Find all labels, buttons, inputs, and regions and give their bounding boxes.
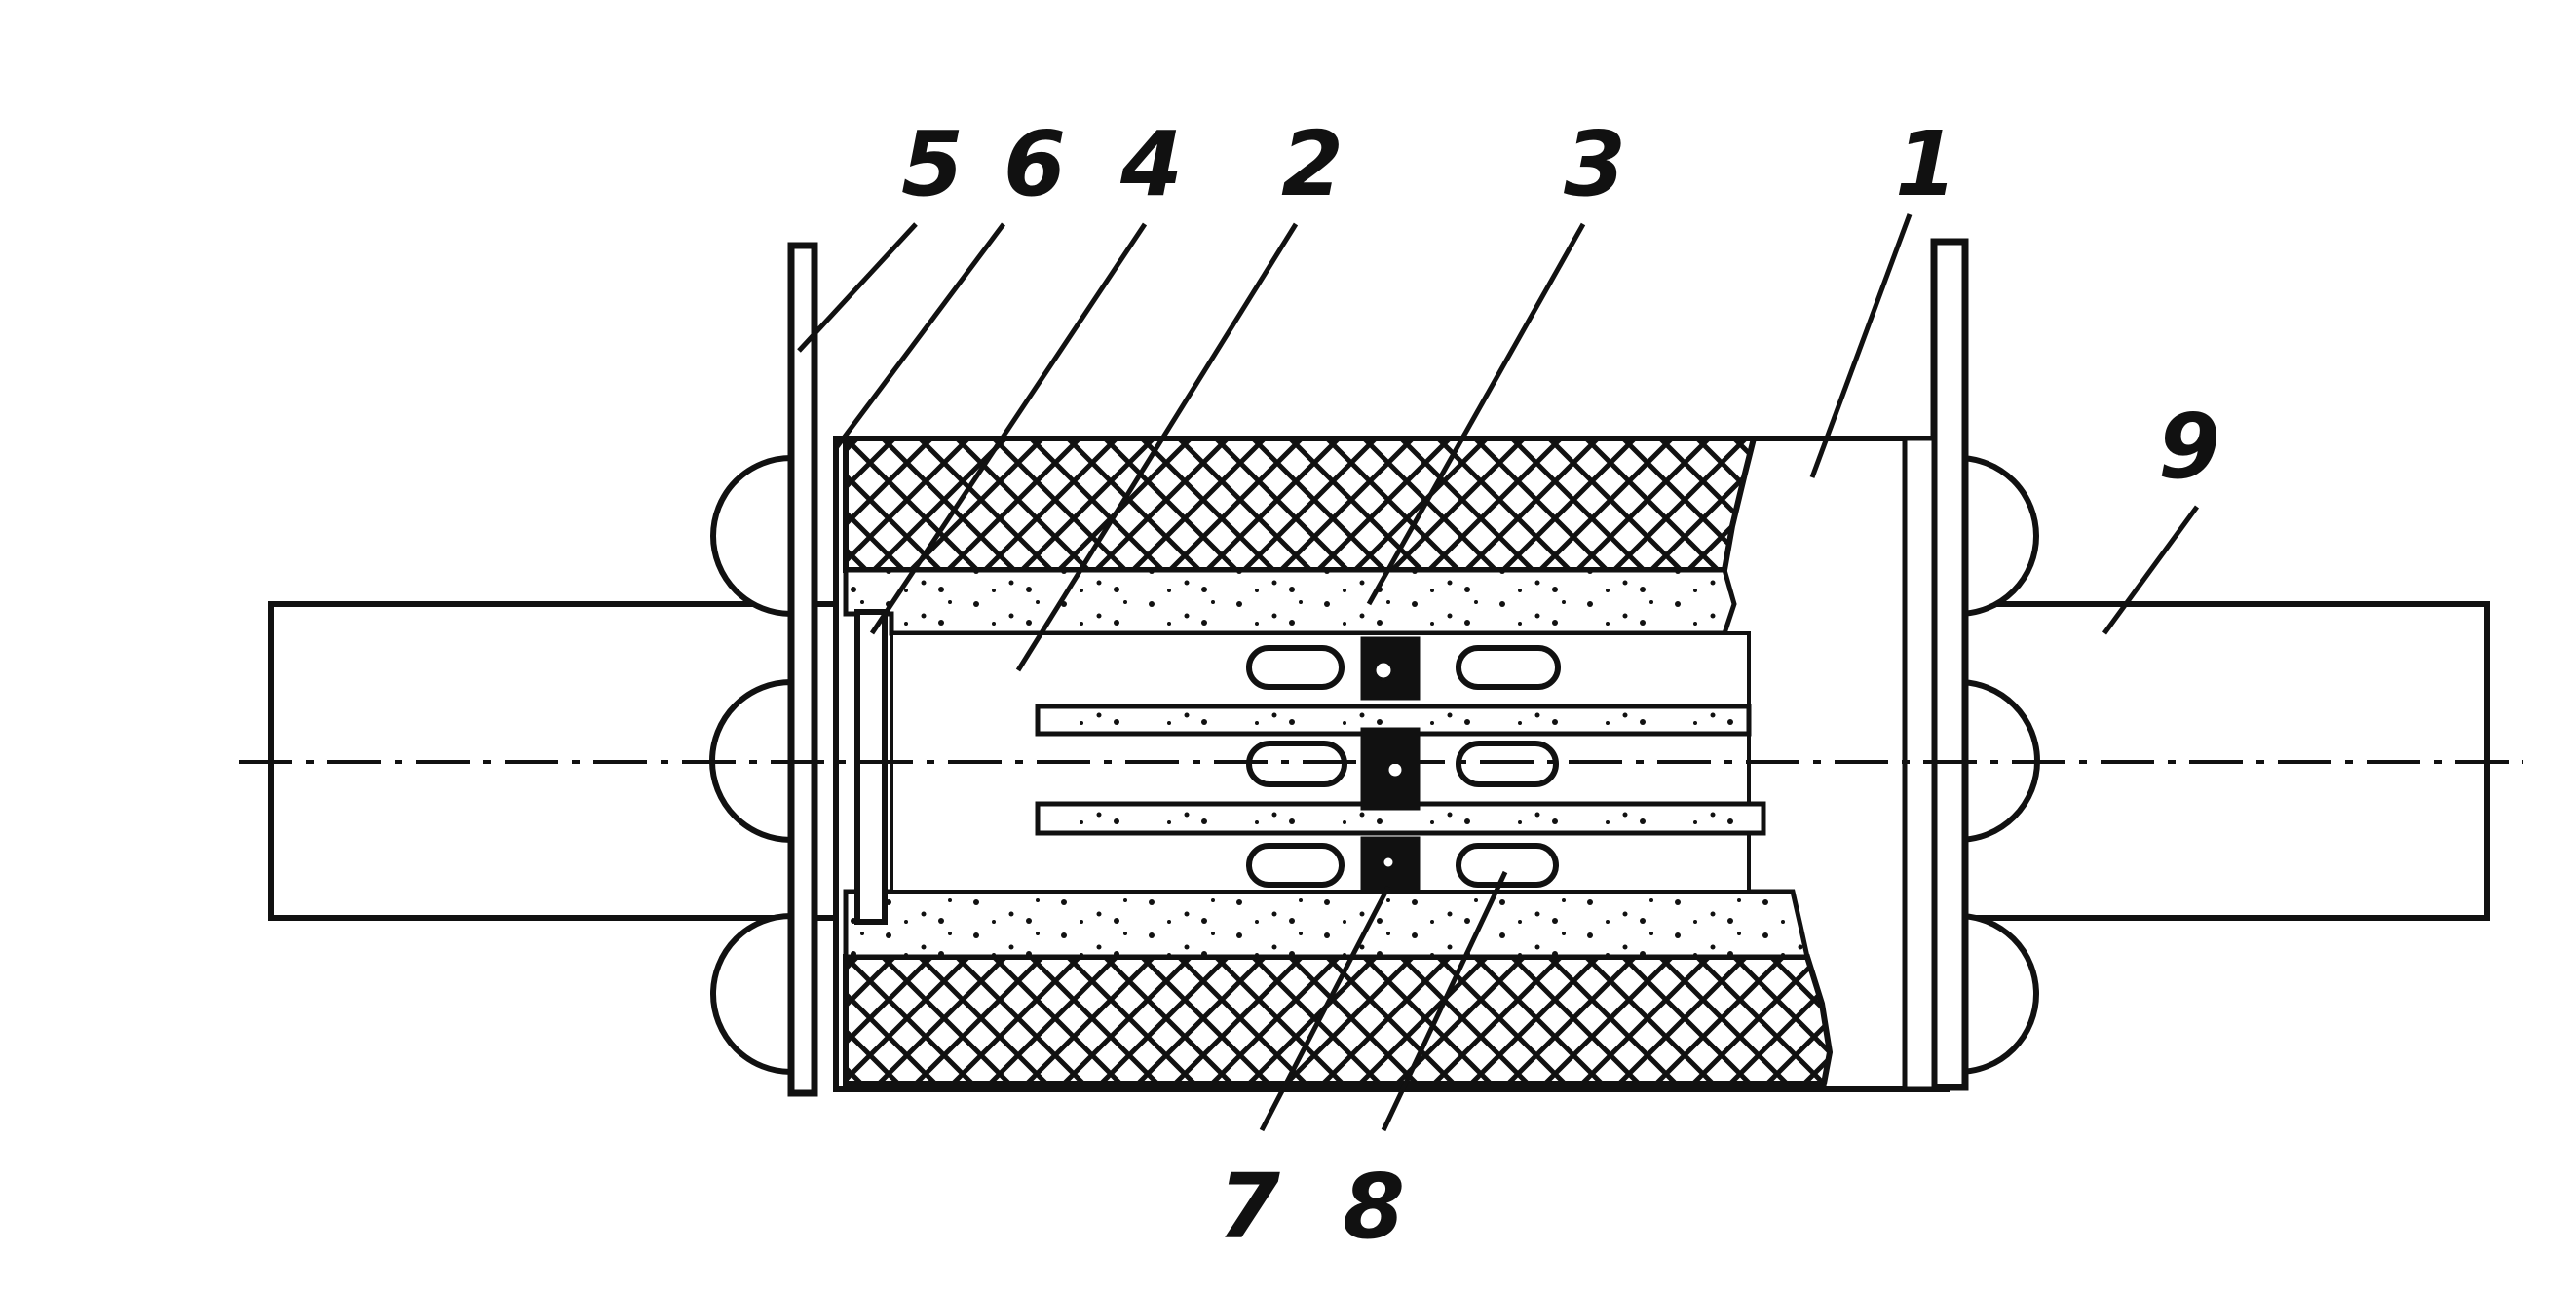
junction-blocks [1360,636,1421,894]
callout-5: 5 [901,112,964,216]
left-ball-row [709,454,794,1076]
callout-labels: 5 6 4 2 3 1 9 7 8 [901,112,2220,1259]
callout-1: 1 [1895,112,1957,216]
oval-elements [1246,645,1561,888]
callout-9: 9 [2158,395,2220,499]
filler-layer-bottom [843,889,1811,960]
bottom-insulation [843,954,1834,1086]
right-flange [1930,238,1969,1091]
left-flange [787,242,818,1097]
leader-lines [797,213,2200,1132]
end-plate-4 [854,609,888,925]
callout-3: 3 [1564,112,1626,216]
callout-8: 8 [1343,1155,1405,1259]
top-insulation [843,436,1758,573]
filler-layer-top [843,567,1737,636]
right-ball-row [1955,454,2040,1076]
callout-2: 2 [1281,112,1344,216]
callout-6: 6 [1004,112,1066,216]
callout-7: 7 [1218,1155,1280,1259]
callout-4: 4 [1119,112,1183,216]
